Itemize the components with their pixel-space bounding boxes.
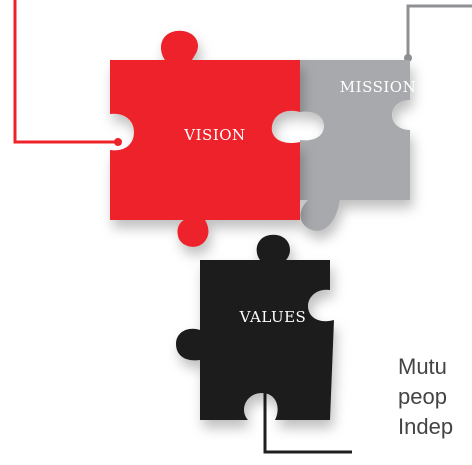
vision-piece — [110, 30, 300, 247]
values-text-line: Indep — [398, 414, 454, 439]
vision-label: VISION — [183, 126, 245, 144]
vision-connector — [13, 0, 122, 146]
values-description: Mutu peop Indep — [398, 352, 453, 442]
values-label: VALUES — [239, 308, 307, 326]
mission-label: MISSION — [340, 78, 416, 96]
mission-connector — [404, 4, 472, 62]
values-text-line: peop — [398, 384, 447, 409]
values-text-line: Mutu — [398, 354, 447, 379]
mission-piece — [300, 60, 410, 231]
values-piece — [176, 234, 334, 420]
